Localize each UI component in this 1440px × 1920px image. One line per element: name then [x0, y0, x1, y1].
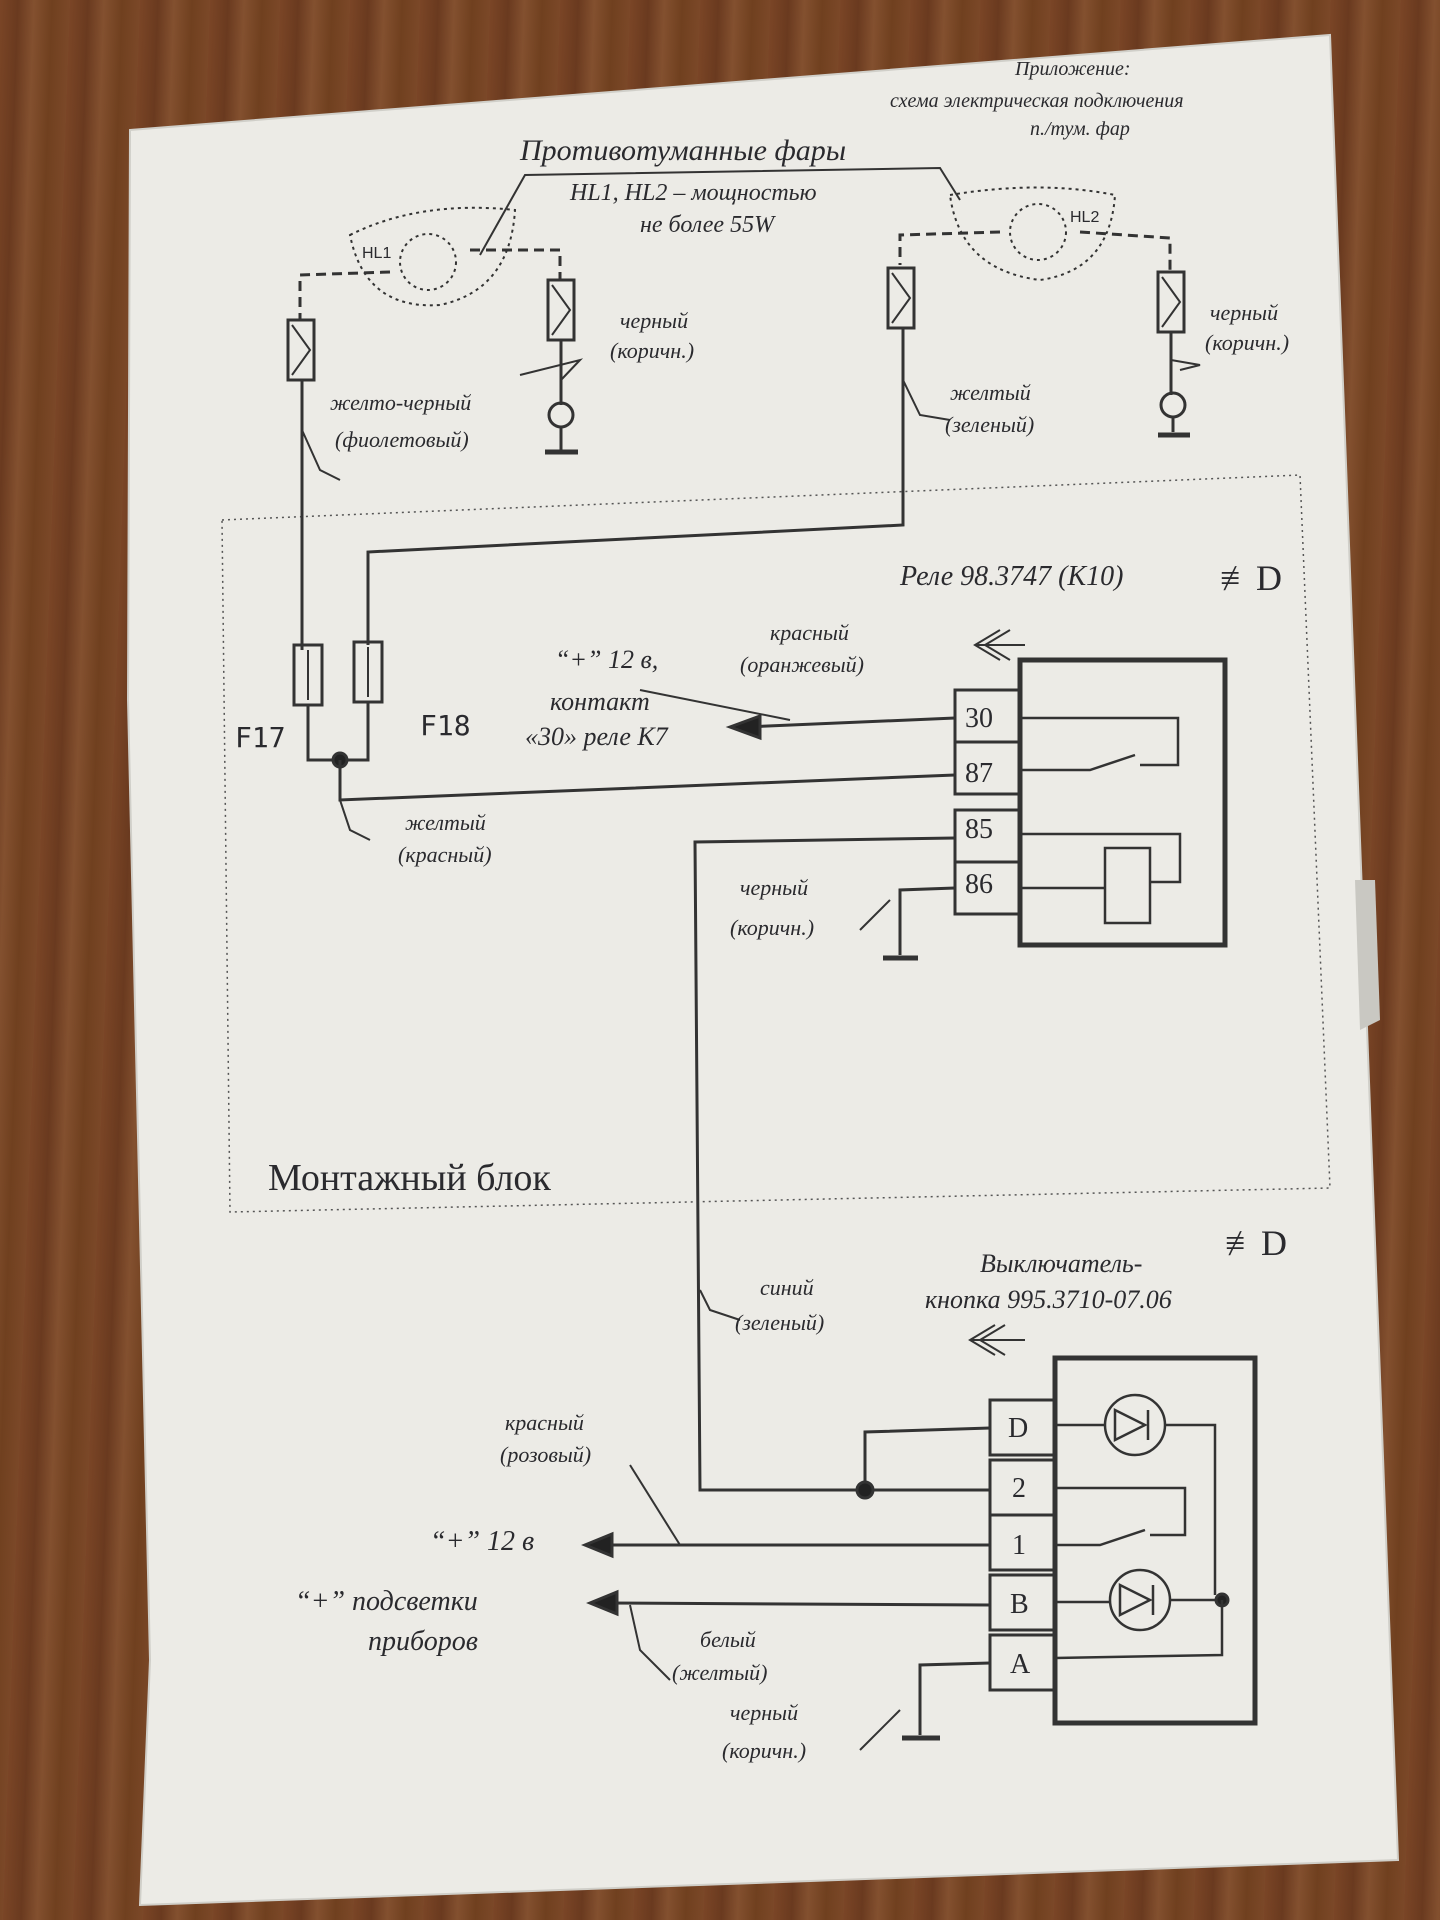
relay-pin-86-label: 86	[965, 869, 993, 900]
hl1-wire-left	[298, 270, 391, 320]
relay-pin-30-label: 30	[965, 703, 993, 734]
backlight-label-line1: “+” подсветки	[295, 1586, 478, 1617]
appendix-description: схема электрическая подключения	[890, 90, 1184, 112]
label-left-black-alt: (коричн.)	[610, 338, 694, 363]
switch-title-line2: кнопка 995.3710-07.06	[925, 1285, 1172, 1314]
wire-pin85-to-switch	[693, 836, 990, 1492]
wire-pina-ground	[918, 1661, 991, 1735]
relay-pin-87	[953, 740, 1022, 796]
hl2-label: HL2	[1070, 209, 1099, 226]
fuse-f18-label: F18	[420, 709, 471, 742]
label-left-black: черный	[620, 308, 688, 333]
plus12-relay-line3: «30» реле К7	[525, 722, 669, 751]
arrow-backlight	[586, 1589, 619, 1617]
label-red-pink: красный	[505, 1410, 584, 1435]
hl2-wire-left	[898, 230, 1001, 265]
label-yellow-black-alt: (фиолетовый)	[335, 427, 469, 452]
label-red-orange-alt: (оранжевый)	[740, 652, 864, 677]
label-white: белый	[700, 1627, 756, 1652]
arrow-plus12-switch	[581, 1531, 614, 1559]
wire-pinb-out	[604, 1601, 991, 1607]
switch-pin-a	[988, 1633, 1057, 1692]
power-spec-line2: не более 55W	[640, 212, 776, 238]
hl1-lamp	[399, 233, 457, 291]
label-red-orange: красный	[770, 620, 849, 645]
appendix-subject: п./тум. фар	[1030, 118, 1130, 140]
fog-symbol-switch: ≢D	[1225, 1223, 1287, 1263]
label-yellow-alt: (зеленый)	[945, 412, 1034, 437]
appendix-label: Приложение:	[1014, 58, 1131, 80]
mounting-block-label: Монтажный блок	[268, 1157, 551, 1199]
label-yellow: желтый	[950, 380, 1031, 405]
plus12-switch-label: “+” 12 в	[430, 1526, 534, 1557]
fuse-f17-label: F17	[235, 721, 286, 754]
hl2-housing	[948, 186, 1117, 282]
arrow-plus12-relay	[725, 713, 762, 741]
plus12-relay-line2: контакт	[550, 687, 650, 716]
relay-title: Реле 98.3747 (К10)	[899, 561, 1123, 592]
paper-sheet	[126, 33, 1400, 1907]
fog-lights-title: Противотуманные фары	[519, 134, 846, 167]
switch-pin-a-label: A	[1010, 1649, 1031, 1680]
label-yellow-red-alt: (красный)	[398, 842, 492, 867]
relay-pin-85-label: 85	[965, 814, 993, 845]
backlight-label-line2: приборов	[368, 1626, 478, 1657]
switch-pin-2-label: 2	[1012, 1473, 1026, 1504]
label-white-alt: (желтый)	[672, 1660, 767, 1685]
switch-pin-d-label: D	[1008, 1413, 1028, 1444]
power-spec-line1: HL1, HL2 – мощностью	[569, 180, 817, 206]
relay-pin-87-label: 87	[965, 758, 993, 789]
switch-pin-d	[988, 1398, 1057, 1457]
label-blue-alt: (зеленый)	[735, 1310, 824, 1335]
fog-symbol-relay: ≢D	[1220, 558, 1282, 598]
switch-pin-1-label: 1	[1012, 1530, 1026, 1561]
hl1-label: HL1	[362, 245, 391, 262]
wire-hl2-to-f18	[366, 328, 905, 645]
relay-coil	[1103, 846, 1152, 925]
label-yellow-black: желто-черный	[330, 390, 471, 415]
switch-pin-1	[988, 1513, 1057, 1572]
label-yellow-red: желтый	[405, 810, 486, 835]
label-switch-black-alt: (коричн.)	[722, 1738, 806, 1763]
label-relay-black: черный	[740, 875, 808, 900]
label-switch-black: черный	[730, 1700, 798, 1725]
plus12-relay-line1: “+” 12 в,	[555, 645, 658, 674]
title-bracket	[479, 166, 961, 256]
switch-title-line1: Выключатель-	[980, 1249, 1142, 1278]
wire-d-to-2	[863, 1426, 991, 1490]
junction-switch	[855, 1480, 875, 1500]
label-relay-black-alt: (коричн.)	[730, 915, 814, 940]
label-right-black-alt: (коричн.)	[1205, 330, 1289, 355]
relay-body	[1017, 657, 1228, 948]
wire-pin86-ground	[898, 886, 956, 955]
connector-hl2-left	[886, 266, 916, 330]
hl1-housing	[348, 206, 517, 307]
label-right-black: черный	[1210, 300, 1278, 325]
switch-pin-b-label: B	[1010, 1589, 1029, 1620]
hl1-wire-right	[470, 248, 562, 280]
paper-shadow-fold	[1355, 880, 1380, 1030]
wire-pin30-out	[744, 716, 956, 729]
label-blue: синий	[760, 1275, 814, 1300]
label-red-pink-alt: (розовый)	[500, 1442, 591, 1467]
hl2-lamp	[1009, 203, 1067, 261]
